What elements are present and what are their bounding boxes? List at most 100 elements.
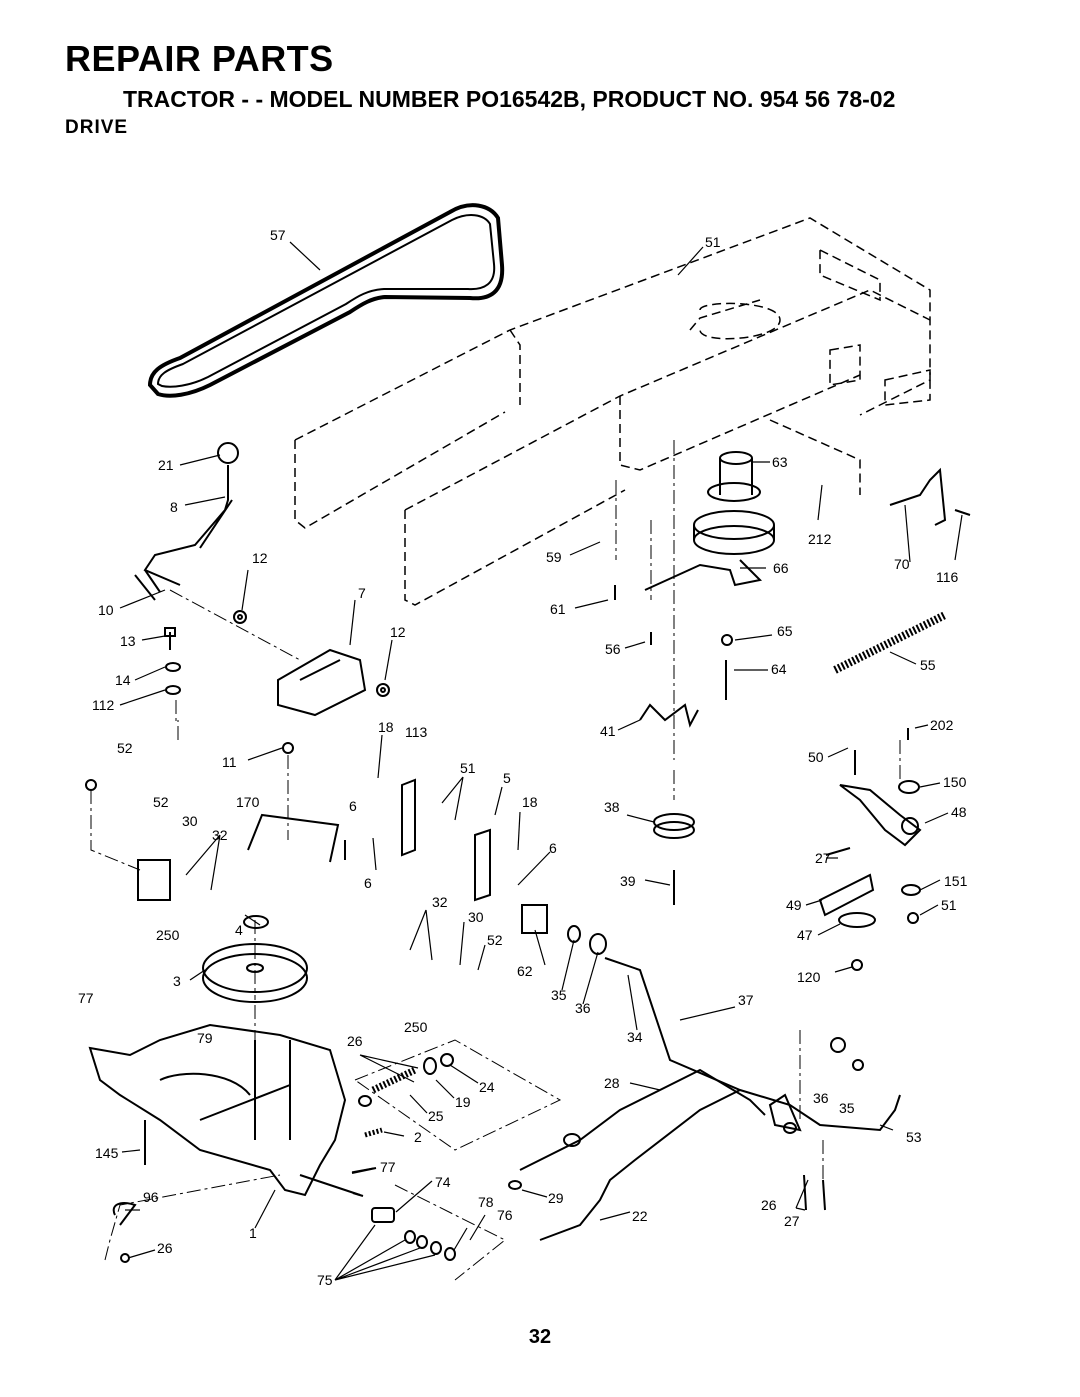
callout-48: 48: [951, 804, 967, 820]
callout-35: 35: [551, 987, 567, 1003]
callout-51: 51: [941, 897, 957, 913]
callout-170: 170: [236, 794, 260, 810]
cross-shaft-part: [604, 957, 901, 1132]
callout-29: 29: [548, 1190, 564, 1206]
transmission-pulley-part: [202, 943, 308, 993]
callout-3: 3: [173, 973, 181, 989]
shift-lever-part: [143, 465, 233, 586]
callout-51: 51: [705, 234, 721, 250]
callout-38: 38: [604, 799, 620, 815]
callout-79: 79: [197, 1030, 213, 1046]
callout-66: 66: [773, 560, 789, 576]
shift-bracket-part: [277, 648, 367, 717]
callout-4: 4: [235, 922, 243, 938]
callout-6: 6: [364, 875, 372, 891]
callout-250: 250: [404, 1019, 428, 1035]
callout-75: 75: [317, 1272, 333, 1288]
callout-63: 63: [772, 454, 788, 470]
section-heading: DRIVE: [65, 117, 129, 138]
callout-35: 35: [839, 1100, 855, 1116]
callout-26: 26: [761, 1197, 777, 1213]
callout-113: 113: [405, 724, 428, 740]
callout-77: 77: [78, 990, 94, 1006]
callout-32: 32: [432, 894, 448, 910]
callout-61: 61: [550, 601, 566, 617]
callout-2: 2: [414, 1129, 422, 1145]
callout-18: 18: [378, 719, 394, 735]
callout-151: 151: [944, 873, 968, 889]
callout-52: 52: [487, 932, 503, 948]
callout-26: 26: [347, 1033, 363, 1049]
callout-12: 12: [390, 624, 406, 640]
callout-28: 28: [604, 1075, 620, 1091]
callout-77: 77: [380, 1159, 396, 1175]
callout-49: 49: [786, 897, 802, 913]
callout-56: 56: [605, 641, 621, 657]
callout-6: 6: [549, 840, 557, 856]
callout-50: 50: [808, 749, 824, 765]
spring-part: [833, 611, 947, 674]
callout-13: 13: [120, 633, 136, 649]
idler-bracket-part: [839, 784, 922, 847]
callout-1: 1: [249, 1225, 257, 1241]
callout-30: 30: [182, 813, 198, 829]
callout-78: 78: [478, 1194, 494, 1210]
callout-62: 62: [517, 963, 533, 979]
callout-8: 8: [170, 499, 178, 515]
callout-25: 25: [428, 1108, 444, 1124]
page-subtitle: TRACTOR - - MODEL NUMBER PO16542B, PRODU…: [123, 86, 896, 112]
callout-96: 96: [143, 1189, 159, 1205]
callout-112: 112: [92, 697, 115, 713]
callout-12: 12: [252, 550, 268, 566]
callout-11: 11: [222, 754, 237, 770]
callout-212: 212: [808, 531, 832, 547]
callout-5: 5: [503, 770, 511, 786]
drive-belt-part: [147, 203, 505, 398]
callout-19: 19: [455, 1094, 471, 1110]
callout-36: 36: [813, 1090, 829, 1106]
callout-34: 34: [627, 1029, 643, 1045]
callout-22: 22: [632, 1208, 648, 1224]
callout-64: 64: [771, 661, 787, 677]
callout-52: 52: [153, 794, 169, 810]
callout-55: 55: [920, 657, 936, 673]
callout-145: 145: [95, 1145, 119, 1161]
callout-30: 30: [468, 909, 484, 925]
control-rod-part: [539, 1089, 741, 1241]
callout-36: 36: [575, 1000, 591, 1016]
page-number: 32: [528, 1326, 552, 1348]
drive-pulley-part: [719, 458, 753, 495]
callout-116: 116: [936, 569, 959, 585]
callout-150: 150: [943, 774, 967, 790]
page-title: REPAIR PARTS: [65, 38, 334, 79]
transaxle-part: [88, 1023, 347, 1197]
callout-14: 14: [115, 672, 131, 688]
callout-202: 202: [930, 717, 954, 733]
callout-51: 51: [460, 760, 476, 776]
callout-74: 74: [435, 1174, 451, 1190]
callout-7: 7: [358, 585, 366, 601]
callout-76: 76: [497, 1207, 513, 1223]
callout-250: 250: [156, 927, 180, 943]
callout-70: 70: [894, 556, 910, 572]
callout-39: 39: [620, 873, 636, 889]
callout-27: 27: [815, 850, 831, 866]
callout-41: 41: [600, 723, 616, 739]
callout-47: 47: [797, 927, 813, 943]
callout-10: 10: [98, 602, 114, 618]
callout-120: 120: [797, 969, 821, 985]
shift-knob-part: [217, 442, 239, 464]
callout-53: 53: [906, 1129, 922, 1145]
callout-27: 27: [784, 1213, 800, 1229]
callout-59: 59: [546, 549, 562, 565]
callout-37: 37: [738, 992, 754, 1008]
callout-24: 24: [479, 1079, 495, 1095]
shift-rod-part: [247, 813, 340, 863]
callout-57: 57: [270, 227, 286, 243]
callout-18: 18: [522, 794, 538, 810]
callout-52: 52: [117, 740, 133, 756]
callout-26: 26: [157, 1240, 173, 1256]
callout-21: 21: [158, 457, 174, 473]
callout-6: 6: [349, 798, 357, 814]
